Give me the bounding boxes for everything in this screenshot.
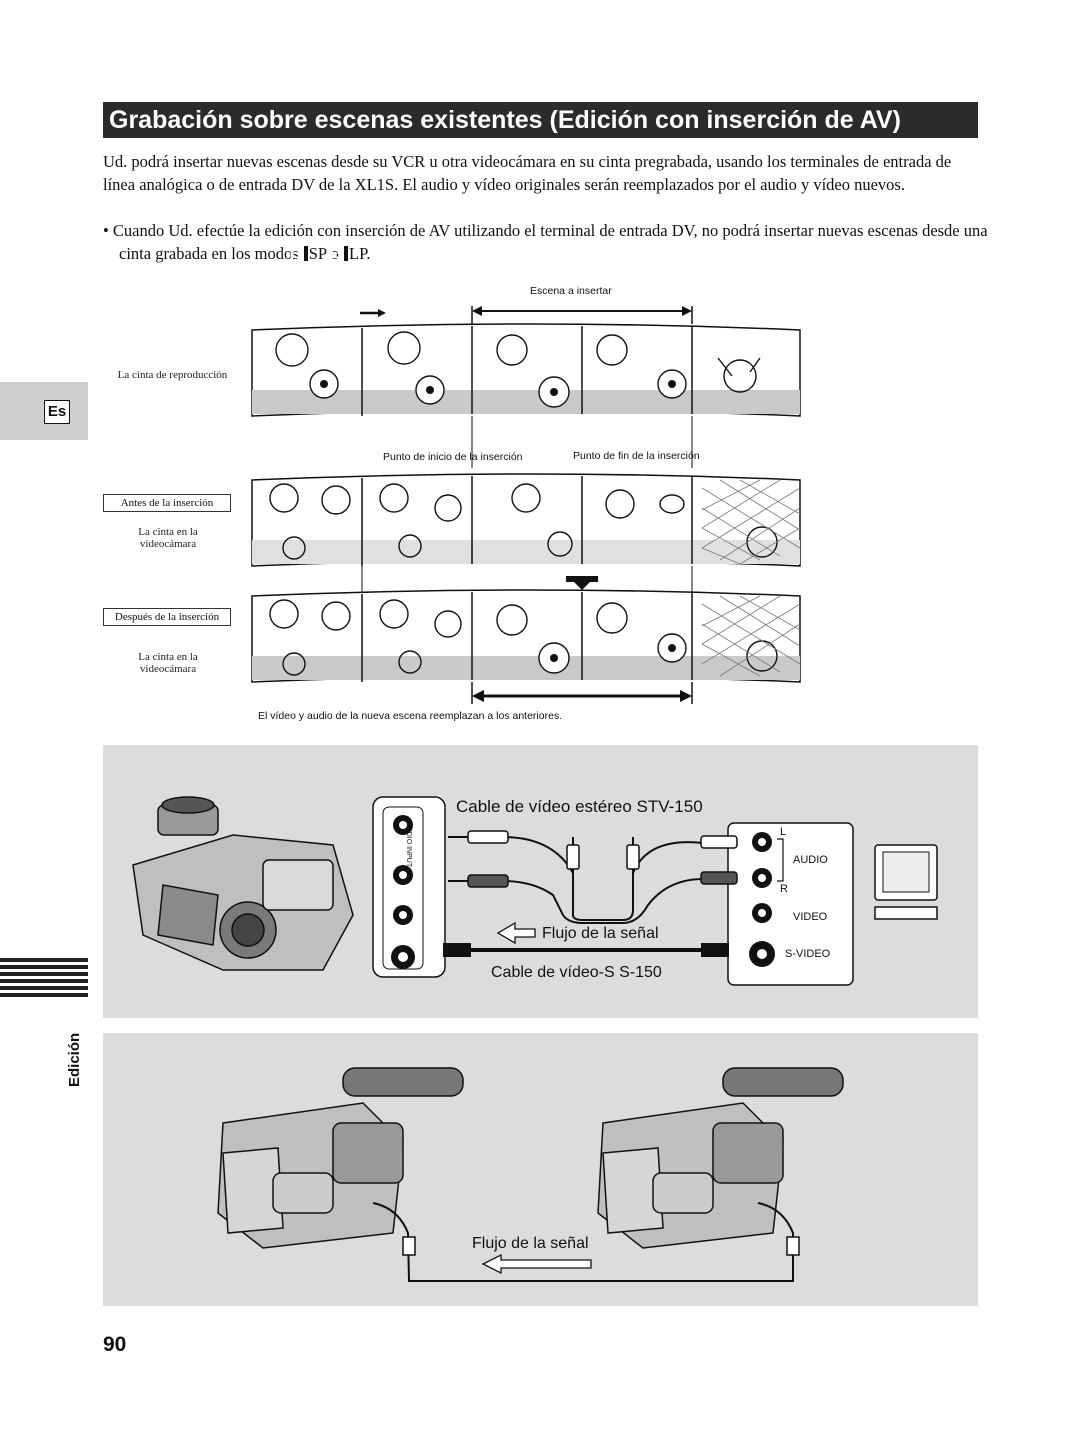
page-title: Grabación sobre escenas existentes (Edic…: [103, 102, 978, 138]
before-insert-label: Antes de la inserción: [103, 494, 231, 512]
insert-start-label: Punto de inicio de la inserción: [383, 451, 523, 463]
svideo-cable-label: Cable de vídeo-S S-150: [491, 964, 662, 981]
bullet-mark: •: [103, 221, 109, 240]
analog-connection-diagram: [132, 796, 938, 986]
camcorder-illustration: [132, 796, 354, 971]
stereo-cable-label: Cable de vídeo estéreo STV-150: [456, 797, 703, 816]
mode-sp: SP: [308, 244, 327, 263]
jack-audio-label: AUDIO: [793, 854, 828, 866]
mode-e-icon: E: [290, 246, 308, 261]
camera-jack-panel: [372, 796, 446, 978]
playback-tape-strip: [251, 323, 801, 417]
camera-audio-input-label: AUDIO INPUT: [405, 822, 412, 868]
vcr-jack-panel: [727, 822, 854, 986]
jack-r-label: R: [780, 883, 788, 895]
camcorder-right-illustration: [597, 1067, 844, 1249]
section-label: Edición: [66, 1032, 83, 1088]
bullet-text: Cuando Ud. efectúe la edición con inserc…: [112, 221, 988, 263]
mode-lp: LP.: [349, 244, 371, 263]
dv-connection-diagram: [217, 1067, 844, 1282]
mode-joiner: o: [326, 244, 343, 263]
section-stripes: [0, 958, 88, 1000]
jack-video-label: VIDEO: [793, 911, 828, 923]
insert-end-label: Punto de fin de la inserción: [573, 450, 700, 462]
signal-flow-label-dv: Flujo de la señal: [472, 1235, 589, 1252]
playback-tape-label: La cinta de reproducción: [117, 369, 228, 381]
replacement-caption: El vídeo y audio de la nueva escena reem…: [258, 710, 563, 722]
page-number: 90: [103, 1333, 127, 1356]
camera-tape-label-2: La cinta en la videocámara: [138, 651, 198, 675]
intro-paragraph: Ud. podrá insertar nuevas escenas desde …: [103, 152, 952, 194]
before-insert-tape-strip: [251, 473, 801, 567]
after-insert-label: Después de la inserción: [103, 608, 231, 626]
bullet-paragraph: • Cuando Ud. efectúe la edición con inse…: [103, 219, 994, 265]
language-tab-label: Es: [44, 400, 70, 424]
language-tab: Es: [0, 382, 88, 440]
tv-icon: [874, 844, 938, 920]
camera-tape-label-1: La cinta en la videocámara: [138, 526, 198, 550]
tape-diagram: [251, 306, 801, 704]
after-insert-tape-strip: [251, 589, 801, 683]
jack-l-label: L: [780, 826, 787, 838]
scene-to-insert-label: Escena a insertar: [530, 285, 612, 297]
signal-flow-label-analog: Flujo de la señal: [542, 925, 659, 942]
camcorder-left-illustration: [217, 1067, 464, 1249]
jack-svideo-label: S-VIDEO: [785, 948, 831, 960]
mode-e-icon: E: [330, 246, 348, 261]
